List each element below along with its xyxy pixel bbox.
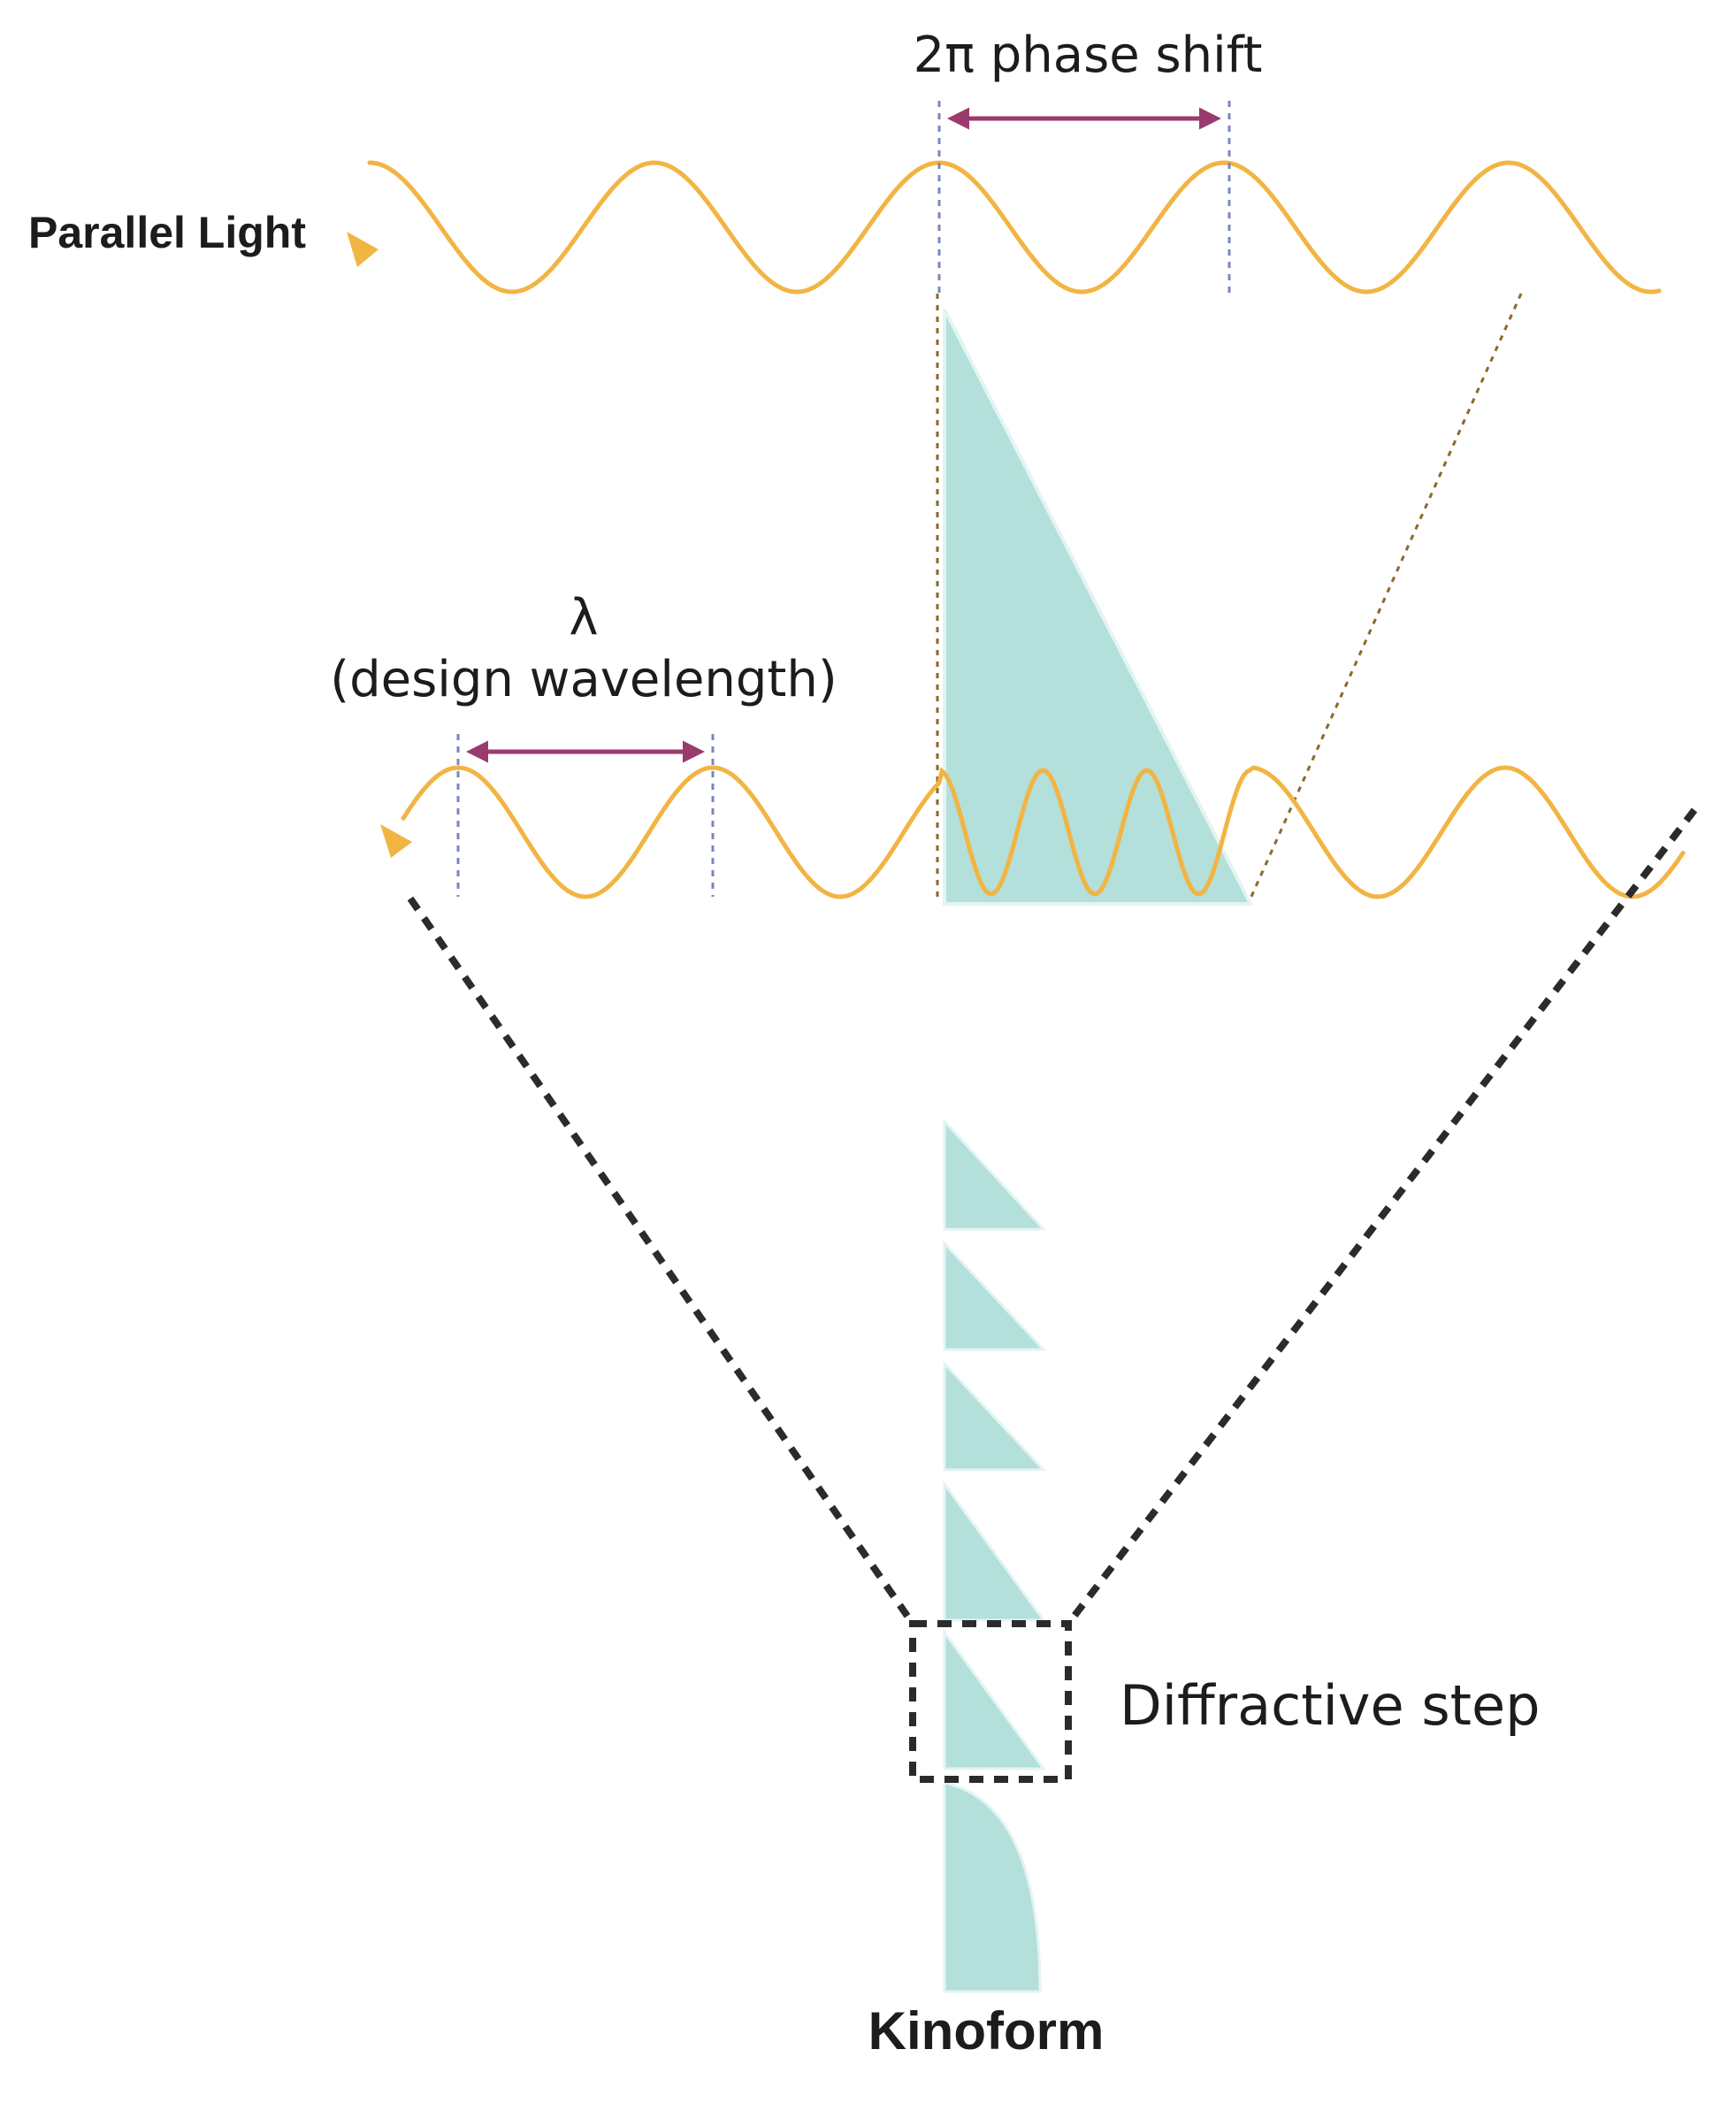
transmitted-light-wave <box>401 765 1686 899</box>
projection-line-right <box>1249 293 1523 899</box>
kinoform-tooth <box>943 1240 1047 1351</box>
transmitted-light-arrowhead <box>380 824 412 858</box>
kinoform-tooth <box>943 1360 1047 1472</box>
kinoform-tooth <box>943 1118 1047 1231</box>
parallel-light-label: Parallel Light <box>28 208 306 257</box>
phase-shift-label: 2π phase shift <box>913 27 1263 84</box>
diffractive-step-box <box>909 1620 1072 1783</box>
zoom-line-right <box>1065 807 1698 1626</box>
kinoform-tooth <box>943 1480 1046 1622</box>
kinoform-profile <box>943 1118 1047 1993</box>
design-wavelength-label: (design wavelength) <box>330 651 837 708</box>
lambda-symbol-label: λ <box>569 589 599 646</box>
parallel-light-arrowhead <box>347 232 379 267</box>
kinoform-label: Kinoform <box>868 2001 1105 2061</box>
kinoform-tooth <box>943 1628 1046 1770</box>
zoom-line-left <box>407 896 916 1626</box>
zoomed-kinoform-wedge <box>943 309 1254 906</box>
diffractive-step-label: Diffractive step <box>1120 1673 1541 1738</box>
parallel-light-wave <box>367 160 1662 294</box>
kinoform-base-curve <box>943 1781 1042 1993</box>
